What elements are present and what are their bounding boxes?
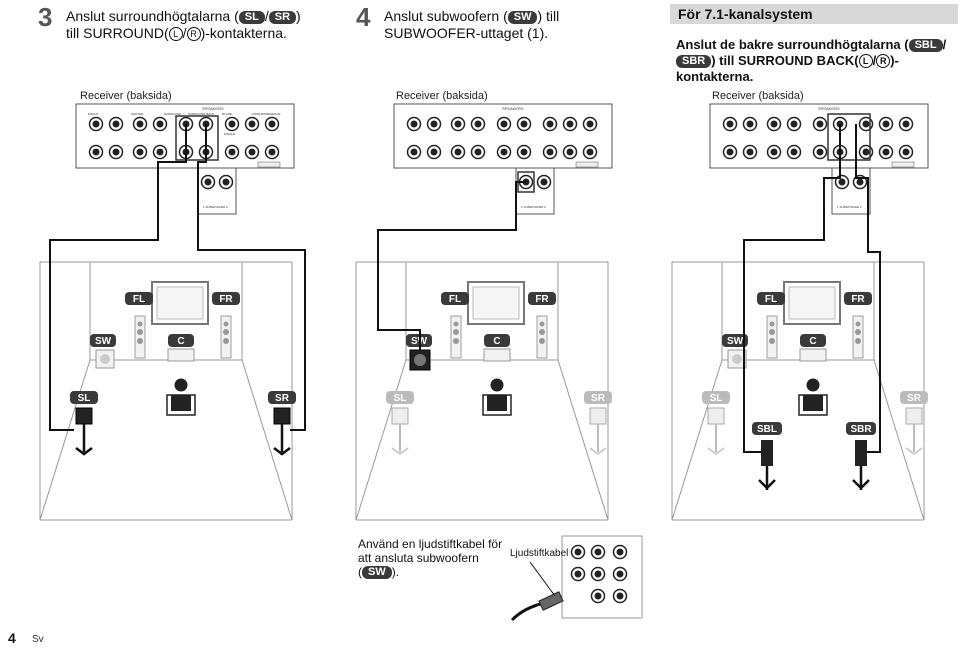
room-1 [39,261,293,521]
speaker-tag-sl: SL [394,393,407,404]
circle-r-icon: R [876,54,891,68]
step-3-text: )-kontakterna. [200,25,287,41]
section-71-text: / [942,37,947,52]
receiver-label: Receiver (baksida) [712,90,804,102]
step-4-instruction: Anslut subwoofern (SW) till SUBWOOFER-ut… [384,8,644,42]
badge-sw: SW [362,566,392,579]
page-language: Sv [32,634,44,645]
speaker-tag-fl: FL [133,294,145,305]
note-line: Använd en ljudstiftkabel för [358,537,503,551]
panel-label: SURROUND BACK [188,112,214,116]
panel-label: SPEAKERS [502,106,524,111]
room-2-contents: FL FR SW C SL SR [386,281,612,455]
note-line: ). [391,565,400,579]
cables-room-2 [377,181,526,350]
receiver-label: Receiver (baksida) [396,90,488,102]
speaker-tag-sbr: SBR [850,424,872,435]
panel-label: 1 SUBWOOFER 2 [521,205,546,209]
speaker-tag-sbl: SBL [757,424,777,435]
badge-sbr: SBR [676,55,712,68]
panel-label: CENTER [131,112,144,116]
panel-label: 1 SUBWOOFER 2 [203,205,228,209]
section-71-instruction: Anslut de bakre surroundhögtalarna (SBL/… [676,37,947,84]
step-4-number: 4 [356,2,371,32]
badge-sl: SL [238,11,265,24]
section-71-text: )- [890,53,899,68]
note-line: ( [358,565,362,579]
speaker-tag-fr: FR [535,294,549,305]
speaker-tag-fl: FL [765,294,777,305]
note-line: att ansluta subwoofern [358,551,479,565]
cables-room-3 [743,124,881,453]
cable-inset: Ljudstiftkabel [510,535,643,622]
speaker-tag-sw: SW [95,336,112,347]
speaker-tag-fr: FR [219,294,233,305]
panel-label: FRONT [88,112,98,116]
panel-label: 1 SUBWOOFER 2 [837,205,862,209]
speaker-tag-c: C [809,336,816,347]
receiver-panel-3: SPEAKERS 1 SUBWOOFER 2 [709,103,929,215]
badge-sr: SR [268,11,297,24]
section-71-text: Anslut de bakre surroundhögtalarna ( [676,37,909,52]
section-heading-71: För 7.1-kanalsystem [670,4,958,24]
speaker-tag-sr: SR [907,393,922,404]
receiver-panel-2: SPEAKERS 1 SUBWOOFER 2 [393,103,613,215]
step-3-text: ) [296,8,301,24]
circle-l-icon: L [858,54,873,68]
panel-label: ZONE B/PRESENCE [252,112,281,116]
speaker-tag-c: C [177,336,184,347]
step-4-text: SUBWOOFER-uttaget (1). [384,25,549,41]
section-71-text: kontakterna. [676,69,754,84]
step-3-text: Anslut surroundhögtalarna ( [66,8,239,24]
step-3-instruction: Anslut surroundhögtalarna (SL/SR) till S… [66,8,301,41]
receiver-label: Receiver (baksida) [80,90,172,102]
step-4-text: ) till [537,8,560,24]
room-1-contents: FL FR SW C SL SR [70,281,296,456]
speaker-tag-sl: SL [78,393,91,404]
panel-label: SPEAKERS [202,106,224,111]
badge-sbl: SBL [908,39,943,52]
page-number: 4 [8,630,16,646]
cable-label: Ljudstiftkabel [510,548,568,559]
cables-room-1 [49,124,306,431]
room-3-contents: FL FR SW C SL SR SBL SBR [702,281,928,490]
panel-label: SINGLE [224,132,235,136]
circle-r-icon: R [186,27,201,41]
speaker-tag-c: C [493,336,500,347]
speaker-tag-sw: SW [727,336,744,347]
speaker-tag-sl: SL [710,393,723,404]
slash: / [264,8,269,24]
panel-label: SPEAKERS [818,106,840,111]
panel-label: BI-AMP [222,112,232,116]
speaker-tag-sr: SR [591,393,606,404]
speaker-tag-fl: FL [449,294,461,305]
badge-sw: SW [507,11,538,24]
subwoofer-note: Använd en ljudstiftkabel för att ansluta… [358,537,508,579]
step-3-number: 3 [38,2,53,32]
circle-l-icon: L [168,27,183,41]
step-3-text: till SURROUND( [66,25,169,41]
speaker-tag-fr: FR [851,294,865,305]
panel-label: SURROUND [164,112,182,116]
speaker-tag-sr: SR [275,393,290,404]
step-4-text: Anslut subwoofern ( [384,8,508,24]
section-71-text: ) till SURROUND BACK( [711,53,859,68]
